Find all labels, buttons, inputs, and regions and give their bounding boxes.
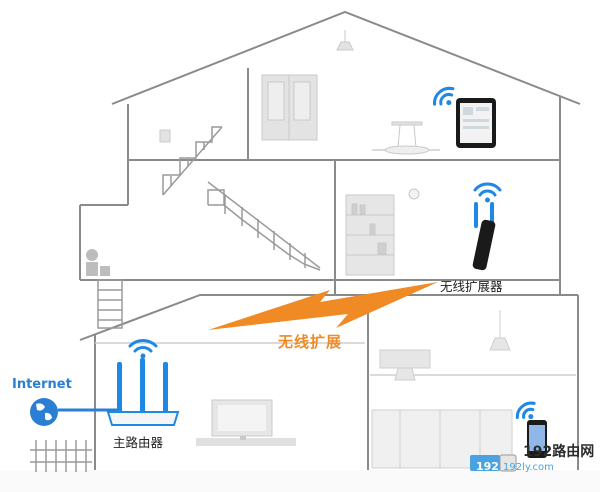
watermark-brand: 192路由网: [523, 444, 595, 460]
tablet-icon: [456, 98, 496, 148]
tv-set: [196, 399, 296, 446]
router-wifi-icon: [128, 339, 158, 359]
watermark-url: 192ly.com: [503, 462, 554, 473]
watermark-logo: [470, 454, 517, 472]
internet-label: Internet: [12, 377, 72, 392]
router-icon: [106, 358, 180, 426]
plant-decoration: [86, 249, 110, 276]
ground: [0, 470, 600, 492]
house-outline: [79, 10, 581, 470]
phone-wifi-icon: [515, 401, 536, 420]
main-router-label: 主路由器: [113, 435, 164, 450]
attic-furniture: [159, 30, 430, 155]
globe-icon: [30, 398, 58, 426]
phone-icon: [527, 420, 547, 458]
fence: [30, 440, 92, 472]
extender-icon: [472, 202, 496, 271]
lightning-icon: [208, 282, 438, 330]
extender-wifi-icon: [473, 182, 502, 203]
tablet-wifi-icon: [433, 86, 455, 106]
bookshelf: [345, 188, 420, 276]
wireless-extender-label: 无线扩展器: [440, 279, 503, 294]
watermark-number-tag: 192: [476, 460, 499, 473]
staircase: [97, 126, 321, 329]
wireless-extension-label: 无线扩展: [278, 333, 343, 351]
ground-floor-furniture: [371, 310, 513, 469]
